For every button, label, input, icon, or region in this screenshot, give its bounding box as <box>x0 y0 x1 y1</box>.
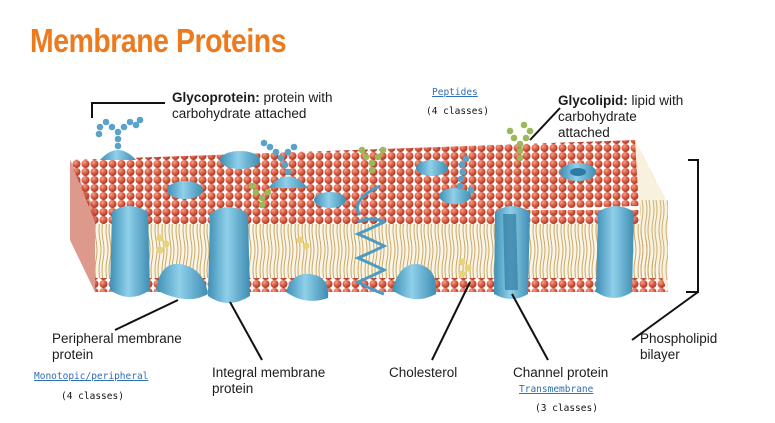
glycoprotein-label: Glycoprotein: protein with carbohydrate … <box>172 90 333 122</box>
phospholipid-label-2: bilayer <box>640 347 680 362</box>
bilayer-left-side <box>70 160 95 292</box>
glycoprotein-term: Glycoprotein: <box>172 90 260 105</box>
glycoprotein-desc-1: protein with <box>259 90 333 105</box>
glycolipid-chains <box>248 121 534 209</box>
peripheral-label-2: protein <box>52 347 94 362</box>
bilayer-top-surface <box>70 140 668 222</box>
glycolipid-desc-3: attached <box>558 125 610 140</box>
peripheral-label: Peripheral membrane protein <box>52 331 182 363</box>
leader-lines <box>91 102 699 361</box>
glycolipid-label: Glycolipid: lipid with carbohydrate atta… <box>558 93 683 141</box>
monotopic-link[interactable]: Monotopic/peripheral <box>34 371 149 382</box>
transmembrane-link[interactable]: Transmembrane <box>519 384 594 395</box>
glycoprotein-center <box>260 139 308 188</box>
cholesterol-label: Cholesterol <box>389 365 458 380</box>
peptides-count: (4 classes) <box>426 106 489 117</box>
channel-protein-label: Channel protein <box>513 365 609 380</box>
integral-label-2: protein <box>212 381 254 396</box>
peripheral-proteins <box>156 263 437 301</box>
surface-proteins <box>167 151 596 208</box>
integral-label-1: Integral membrane <box>212 365 326 380</box>
transmembrane-count: (3 classes) <box>535 403 598 414</box>
glycolipid-desc-1: lipid with <box>627 93 684 108</box>
glycoprotein-shape <box>95 116 144 160</box>
page-title: Membrane Proteins <box>30 22 287 59</box>
glycolipid-term: Glycolipid: <box>558 93 628 108</box>
glycoprotein-desc-2: carbohydrate attached <box>172 106 307 121</box>
cholesterol-molecules <box>156 234 472 278</box>
phospholipid-label: Phospholipid bilayer <box>640 331 717 363</box>
helix-peptide <box>354 184 388 296</box>
phospholipid-label-1: Phospholipid <box>640 331 718 346</box>
transmembrane-proteins <box>110 206 634 303</box>
integral-label: Integral membrane protein <box>212 365 325 397</box>
peripheral-label-1: Peripheral membrane <box>52 331 182 346</box>
monotopic-count: (4 classes) <box>61 391 124 402</box>
peptide-chain <box>456 155 475 194</box>
peptides-link[interactable]: Peptides <box>432 87 478 98</box>
glycolipid-desc-2: carbohydrate <box>558 109 637 124</box>
